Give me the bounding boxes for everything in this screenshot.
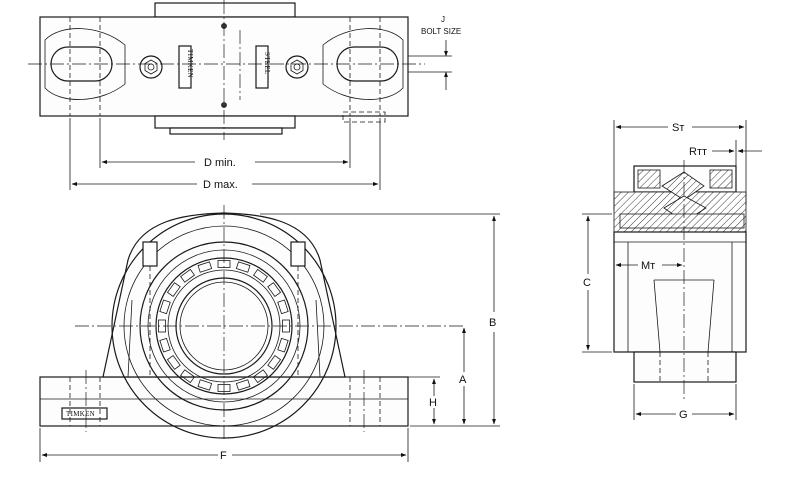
roller-element xyxy=(166,282,181,298)
front-view: TIMKEN B A H F xyxy=(39,205,500,462)
d-min-label: D min. xyxy=(204,157,236,169)
steel-plate: STEEL xyxy=(255,45,271,89)
side-foot xyxy=(633,351,737,383)
g-label: G xyxy=(679,409,688,421)
roller-element xyxy=(267,282,282,298)
svg-text:TIMKEN: TIMKEN xyxy=(186,49,194,78)
c-label: C xyxy=(583,277,591,289)
rtt-label: Rтт xyxy=(689,146,707,158)
roller-element xyxy=(180,268,196,283)
roller-element xyxy=(252,268,268,283)
d-max-label: D max. xyxy=(203,179,238,191)
roller-element xyxy=(235,261,251,273)
side-view: Sт Rтт Mт C G xyxy=(582,120,762,421)
roller-element xyxy=(159,299,171,315)
svg-text:TIMKEN: TIMKEN xyxy=(66,410,95,418)
mt-label: Mт xyxy=(641,260,655,272)
left-bolt-slot xyxy=(50,46,113,82)
roller-element xyxy=(277,299,289,315)
j-label: J xyxy=(441,15,445,24)
top-cap-lower-inner xyxy=(169,127,283,135)
top-view: TIMKEN STEEL J BOLT SIZE D min. D max. xyxy=(28,0,461,191)
b-label: B xyxy=(489,317,496,329)
roller-element xyxy=(235,379,251,391)
timken-base-plate: TIMKEN xyxy=(61,407,108,420)
side-body xyxy=(613,231,747,353)
a-label: A xyxy=(459,374,467,386)
roller-element xyxy=(267,354,282,370)
roller-element xyxy=(197,379,213,391)
right-bolt-slot xyxy=(336,46,399,82)
bolt-size-label: BOLT SIZE xyxy=(421,27,461,36)
bearing-section xyxy=(619,169,745,229)
timken-plate: TIMKEN xyxy=(178,45,194,89)
svg-text:STEEL: STEEL xyxy=(263,52,271,75)
f-label: F xyxy=(220,450,227,462)
top-cap-upper xyxy=(154,2,296,18)
roller-element xyxy=(159,337,171,353)
roller-element xyxy=(277,337,289,353)
st-label: Sт xyxy=(672,122,684,134)
rollers xyxy=(158,260,290,392)
left-lug-outline xyxy=(44,28,126,100)
roller-element xyxy=(166,354,181,370)
roller-element xyxy=(180,369,196,384)
h-label: H xyxy=(429,397,437,409)
roller-element xyxy=(252,369,268,384)
right-lug-outline xyxy=(322,28,404,100)
roller-element xyxy=(197,261,213,273)
top-cap-lower xyxy=(154,115,296,129)
